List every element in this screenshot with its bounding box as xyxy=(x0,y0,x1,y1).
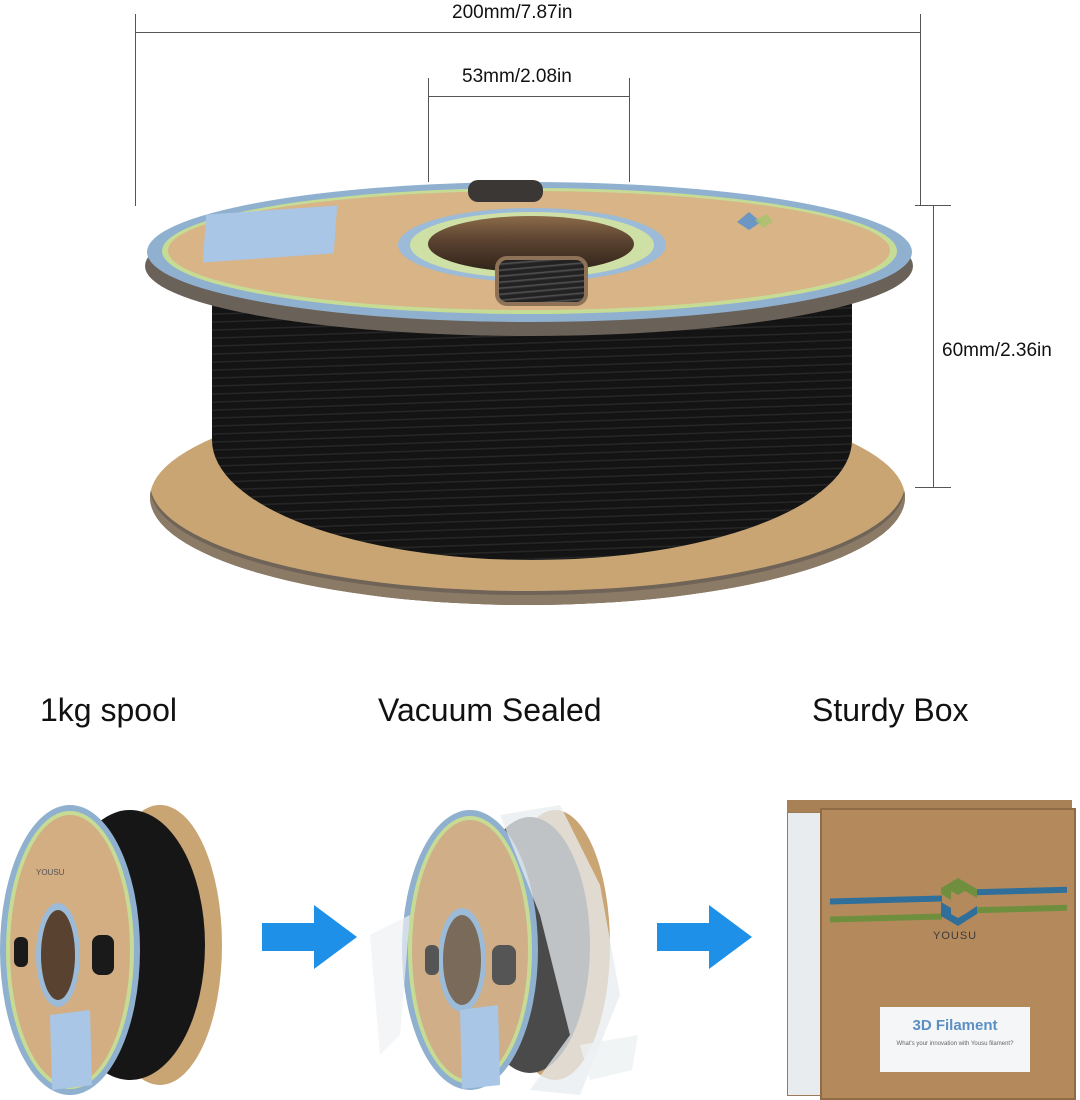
box-label: 3D Filament What's your innovation with … xyxy=(880,1007,1030,1072)
width-label: 60mm/2.36in xyxy=(942,340,1052,361)
box-brand-text: YOUSU xyxy=(933,930,978,942)
dimension-line xyxy=(428,96,630,97)
spool-label-sticker xyxy=(202,205,338,263)
yousu-logo-icon xyxy=(737,212,773,230)
hub-diameter-label: 53mm/2.08in xyxy=(462,66,572,87)
yousu-logo-icon xyxy=(941,878,977,926)
dimension-tick-right xyxy=(920,14,921,206)
spool-slot-bottom xyxy=(495,256,588,306)
caption-sturdy-box: Sturdy Box xyxy=(812,692,969,728)
dimension-tick-right xyxy=(629,78,630,182)
dimension-tick-left xyxy=(428,78,429,182)
small-spool-image: YOUSU xyxy=(0,805,222,1095)
box-label-subtitle: What's your innovation with Yousu filame… xyxy=(896,1041,1014,1047)
caption-vacuum-sealed: Vacuum Sealed xyxy=(378,692,602,728)
dimension-tick-left xyxy=(135,14,136,206)
arrow-right-icon xyxy=(657,905,752,969)
outer-diameter-label: 200mm/7.87in xyxy=(452,2,573,23)
vacuum-sealed-spool-image xyxy=(370,805,638,1095)
box-side-panel xyxy=(787,812,825,1096)
dimension-line xyxy=(933,205,934,488)
arrow-right-icon xyxy=(262,905,357,969)
spool-slot-top xyxy=(468,180,543,202)
box-label-title: 3D Filament xyxy=(912,1017,998,1034)
small-spool-brand: YOUSU xyxy=(36,868,65,877)
dimension-line xyxy=(135,32,921,33)
caption-1kg-spool: 1kg spool xyxy=(40,692,177,728)
